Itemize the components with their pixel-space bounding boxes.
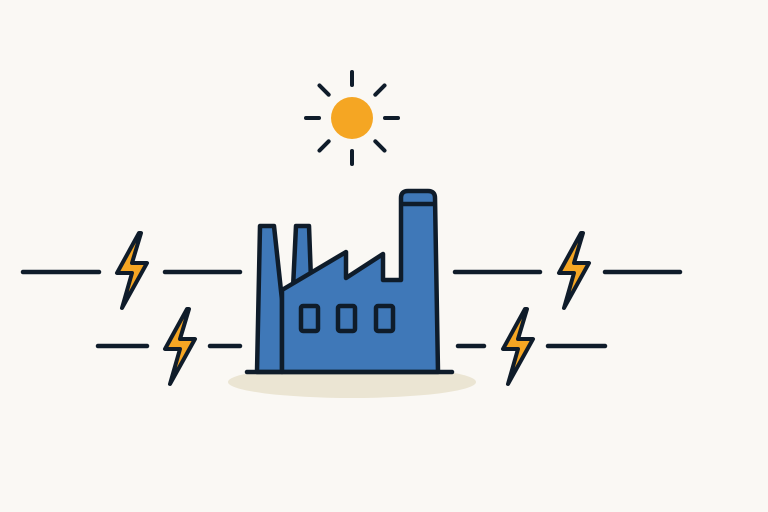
sun-ray bbox=[317, 83, 331, 97]
lightning-bolts bbox=[115, 231, 591, 386]
sun-ray bbox=[373, 83, 387, 97]
sun-icon bbox=[304, 70, 400, 166]
window bbox=[335, 303, 358, 334]
window bbox=[298, 303, 321, 334]
lightning-bolt-icon bbox=[115, 231, 149, 310]
lightning-bolt-icon bbox=[501, 307, 535, 386]
left-chimney bbox=[254, 223, 285, 375]
window bbox=[373, 303, 396, 334]
sun-ray bbox=[317, 139, 331, 153]
factory-icon bbox=[244, 188, 455, 375]
power-lines bbox=[20, 269, 683, 349]
lightning-bolt-icon bbox=[163, 307, 197, 386]
lightning-bolt-icon bbox=[557, 231, 591, 310]
factory-building bbox=[279, 188, 441, 375]
sun-ray bbox=[373, 139, 387, 153]
